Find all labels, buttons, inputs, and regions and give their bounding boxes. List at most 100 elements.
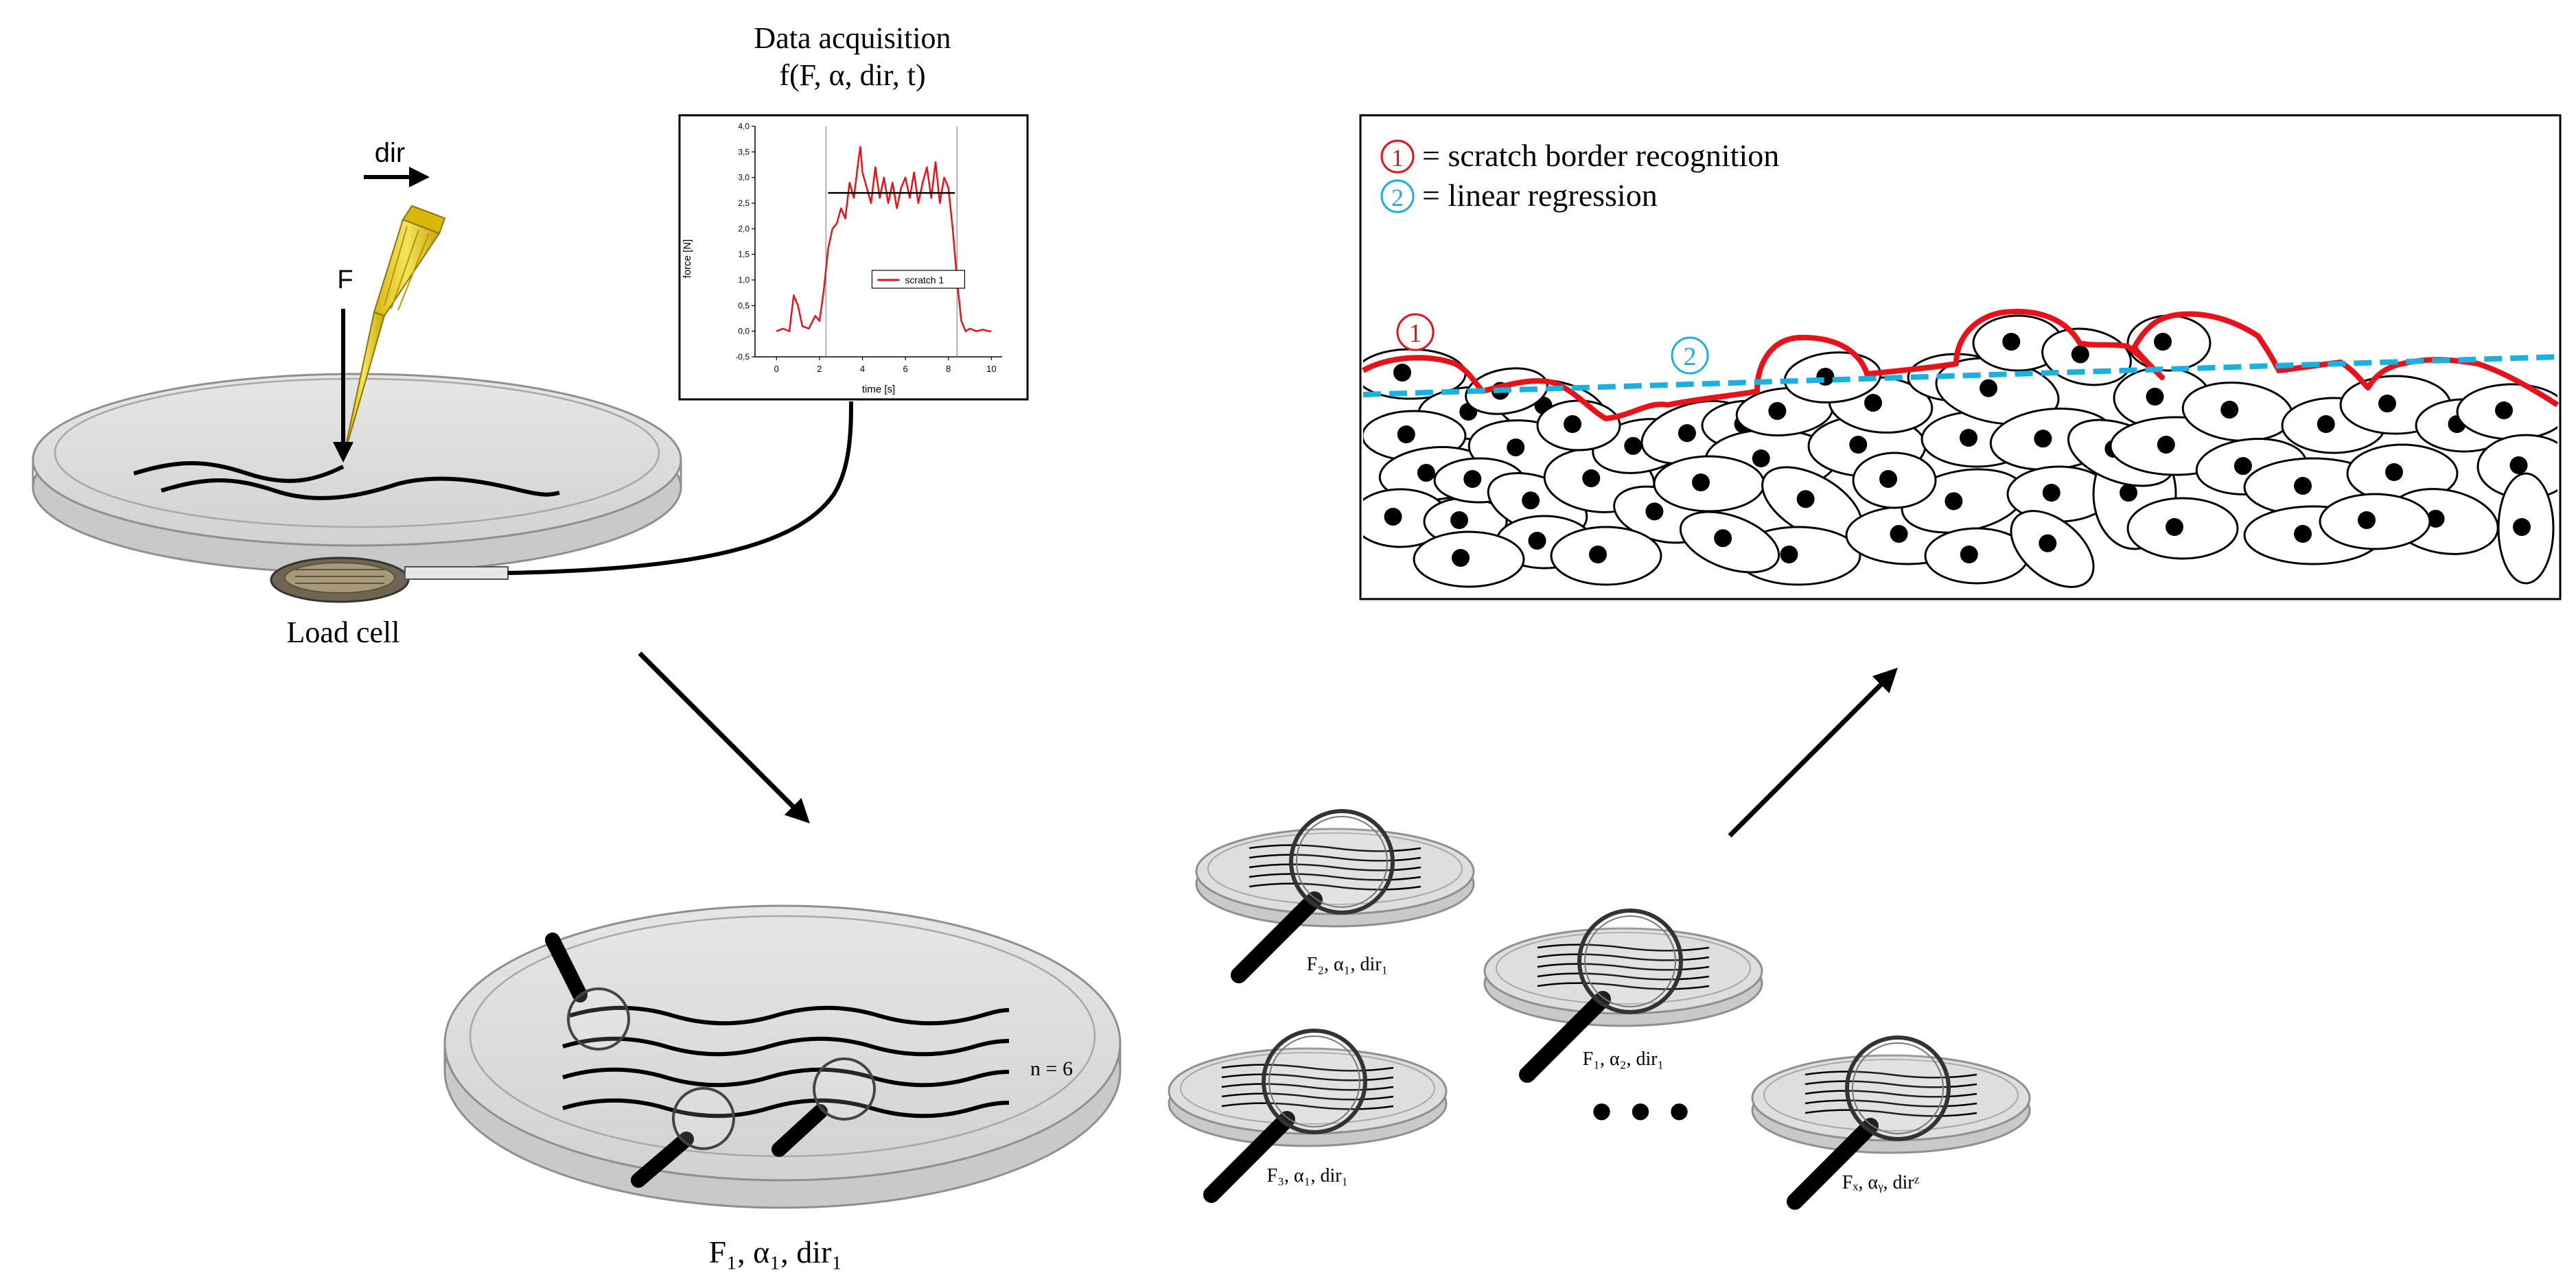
cell bbox=[1413, 530, 1525, 588]
ellipsis: • • • bbox=[1591, 1077, 1691, 1146]
force-chart-xlabel: time [s] bbox=[862, 384, 895, 395]
cell-nucleus bbox=[1645, 502, 1664, 521]
cell-nucleus bbox=[1452, 549, 1470, 567]
flow-arrow-up bbox=[1728, 668, 1898, 838]
cell-nucleus bbox=[1980, 379, 1998, 397]
cell bbox=[2010, 510, 2095, 588]
force-chart-y-tick-label: 2,5 bbox=[738, 198, 750, 208]
cell-nucleus bbox=[1450, 511, 1468, 529]
small-dish: Fₓ, αᵧ, dirᶻ bbox=[1751, 1035, 2031, 1210]
magnifier-icon bbox=[631, 1087, 735, 1188]
small-dish-scratch bbox=[1805, 1109, 1977, 1117]
cell-nucleus bbox=[1417, 464, 1435, 482]
force-chart-y-tick-label: -0,5 bbox=[735, 352, 750, 362]
acquisition-title: Data acquisition bbox=[754, 21, 951, 55]
small-dish-scratch bbox=[1221, 1083, 1394, 1091]
legend-marker-2-number: 2 bbox=[1391, 184, 1404, 211]
legend-marker-1 bbox=[1380, 139, 1415, 174]
cell-nucleus bbox=[1752, 449, 1770, 467]
analysis-panel: 1 = scratch border recognition 2 = linea… bbox=[1359, 114, 2562, 600]
cell-nucleus bbox=[2495, 401, 2513, 419]
cell-nucleus bbox=[2294, 525, 2312, 543]
small-dish-caption: Fₓ, αᵧ, dirᶻ bbox=[1842, 1172, 1920, 1193]
cell-nucleus bbox=[2146, 388, 2164, 406]
cell-nucleus bbox=[2039, 534, 2057, 552]
flow-arrow-down bbox=[638, 651, 810, 823]
cell-nucleus bbox=[1522, 491, 1540, 510]
cell-nucleus bbox=[2385, 463, 2403, 481]
scratch-border-line bbox=[1361, 309, 2560, 421]
small-dish-scratch bbox=[1221, 1064, 1394, 1072]
small-dish-scratch bbox=[1249, 844, 1422, 852]
main-dish-caption: F₁, α₁, dir₁ bbox=[709, 1234, 843, 1269]
force-chart-y-tick-label: 2,0 bbox=[738, 224, 750, 233]
sensor-cable bbox=[507, 401, 853, 575]
cell bbox=[1550, 526, 1662, 586]
cell bbox=[1972, 314, 2064, 372]
main-dish: n = 6 F₁, α₁, dir₁ bbox=[443, 904, 1122, 1269]
magnifier-handle bbox=[1231, 891, 1323, 983]
cell-nucleus bbox=[2509, 456, 2528, 474]
magnifier-icon bbox=[771, 1057, 876, 1157]
magnifier-icon bbox=[1289, 809, 1395, 915]
small-dish-rim bbox=[1180, 1052, 1435, 1125]
legend-text-2: = linear regression bbox=[1422, 178, 1658, 213]
small-dish-caption: F₂, α₁, dir₁ bbox=[1307, 954, 1389, 975]
cell bbox=[2456, 383, 2557, 441]
cell bbox=[1679, 511, 1780, 574]
regression-marker-2 bbox=[1671, 336, 1709, 375]
cell-nucleus bbox=[1528, 532, 1546, 550]
magnifier-handle bbox=[1787, 1118, 1879, 1210]
force-chart-x-tick-label: 2 bbox=[817, 364, 822, 374]
cell-nucleus bbox=[1780, 546, 1798, 563]
magnifier-lens-ring bbox=[1852, 1042, 1944, 1134]
cell-nucleus bbox=[2002, 333, 2021, 351]
parameter-variation-dishes: F₂, α₁, dir₁ F₃, α₁, dir₁ F₁, α₂, dir₁ Fₓ, … bbox=[1168, 809, 2031, 1210]
cell-nucleus bbox=[2426, 509, 2445, 528]
small-dish: F₁, α₂, dir₁ bbox=[1483, 909, 1763, 1083]
cell bbox=[2126, 314, 2212, 372]
small-dish-scratch bbox=[1805, 1090, 1977, 1098]
magnifier-lens-ring bbox=[1296, 816, 1388, 908]
force-chart-y-tick-label: 3,0 bbox=[738, 173, 750, 183]
small-dish-rim bbox=[1763, 1059, 2019, 1132]
cell-nucleus bbox=[2358, 511, 2376, 529]
small-dish-scratch bbox=[1249, 873, 1422, 881]
force-chart-y-tick-label: 1,5 bbox=[738, 250, 750, 259]
small-dish-scratch bbox=[1249, 854, 1422, 862]
legend-marker-2 bbox=[1380, 179, 1415, 213]
replicate-count: n = 6 bbox=[1030, 1057, 1073, 1080]
acquisition-function: f(F, α, dir, t) bbox=[779, 58, 925, 92]
cell-nucleus bbox=[1849, 436, 1868, 454]
legend-marker-1-number: 1 bbox=[1391, 144, 1404, 172]
small-dish-caption: F₃, α₁, dir₁ bbox=[1267, 1165, 1349, 1186]
small-dish-scratch bbox=[1221, 1102, 1394, 1110]
small-dish-scratch bbox=[1221, 1092, 1394, 1101]
magnifier-icon bbox=[545, 933, 630, 1051]
force-chart-x-tick-label: 4 bbox=[860, 364, 865, 374]
force-chart-legend-label: scratch 1 bbox=[905, 274, 944, 285]
cell-nucleus bbox=[2154, 333, 2172, 351]
cell bbox=[1852, 452, 1937, 509]
force-chart-x-tick-label: 0 bbox=[774, 364, 779, 374]
main-dish-scratches bbox=[562, 1005, 1010, 1119]
magnifier-icon bbox=[1845, 1035, 1951, 1141]
cell-nucleus bbox=[1945, 492, 1963, 511]
cell-nucleus bbox=[1589, 546, 1607, 563]
small-dish-caption: F₁, α₂, dir₁ bbox=[1583, 1049, 1664, 1070]
force-chart-y-tick-label: 4,0 bbox=[738, 121, 750, 131]
small-dish-scratch bbox=[1537, 972, 1710, 981]
cell-nucleus bbox=[1864, 394, 1882, 412]
cell-nucleus bbox=[1393, 364, 1411, 382]
force-chart-y-tick-label: 3,5 bbox=[738, 147, 750, 156]
small-dish-scratch bbox=[1249, 863, 1422, 871]
magnifier-lens-ring bbox=[1268, 1035, 1360, 1127]
border-marker-1 bbox=[1396, 313, 1435, 351]
force-label: F bbox=[337, 266, 353, 294]
small-dish-scratch bbox=[1537, 953, 1710, 961]
force-chart-series-line bbox=[776, 145, 992, 332]
pipette-tip bbox=[343, 204, 446, 459]
magnifier-lens-ring bbox=[1584, 915, 1676, 1007]
cell bbox=[2319, 493, 2431, 550]
